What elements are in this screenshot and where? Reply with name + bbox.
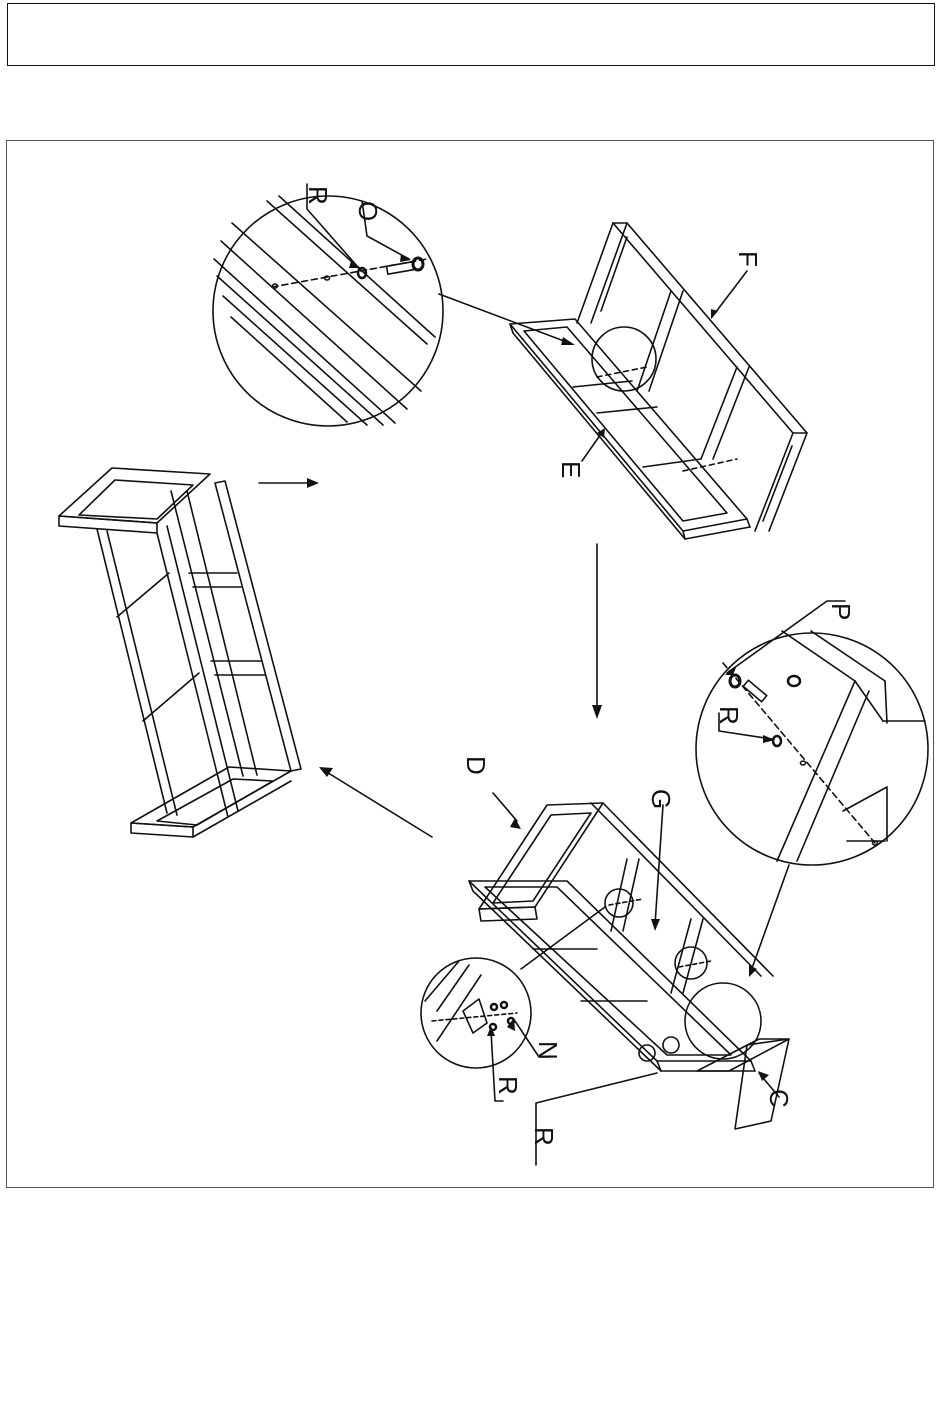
assembled-unit — [59, 468, 301, 837]
label-n: N — [533, 1041, 563, 1060]
detail-circle-top — [213, 184, 572, 426]
label-r-right: R — [714, 706, 744, 725]
detail-circle-right — [696, 601, 928, 971]
label-d: D — [461, 756, 491, 775]
panel-assembly-e-f — [510, 223, 807, 539]
label-e: E — [556, 461, 586, 478]
assembly-diagram-frame: F E R O P R D G N R R C — [6, 140, 934, 1188]
label-r-bottom: R — [529, 1127, 559, 1146]
header-box — [7, 3, 935, 66]
label-c: C — [764, 1089, 794, 1108]
process-arrows — [259, 483, 597, 837]
part-labels: F E R O P R D G N R R C — [303, 186, 856, 1146]
label-r-detail: R — [493, 1076, 523, 1095]
label-g: G — [646, 789, 676, 809]
assembly-diagram: F E R O P R D G N R R C — [7, 141, 933, 1187]
label-o: O — [353, 201, 383, 221]
label-p: P — [826, 603, 856, 620]
label-r-top: R — [303, 186, 333, 205]
label-f: F — [733, 251, 763, 267]
